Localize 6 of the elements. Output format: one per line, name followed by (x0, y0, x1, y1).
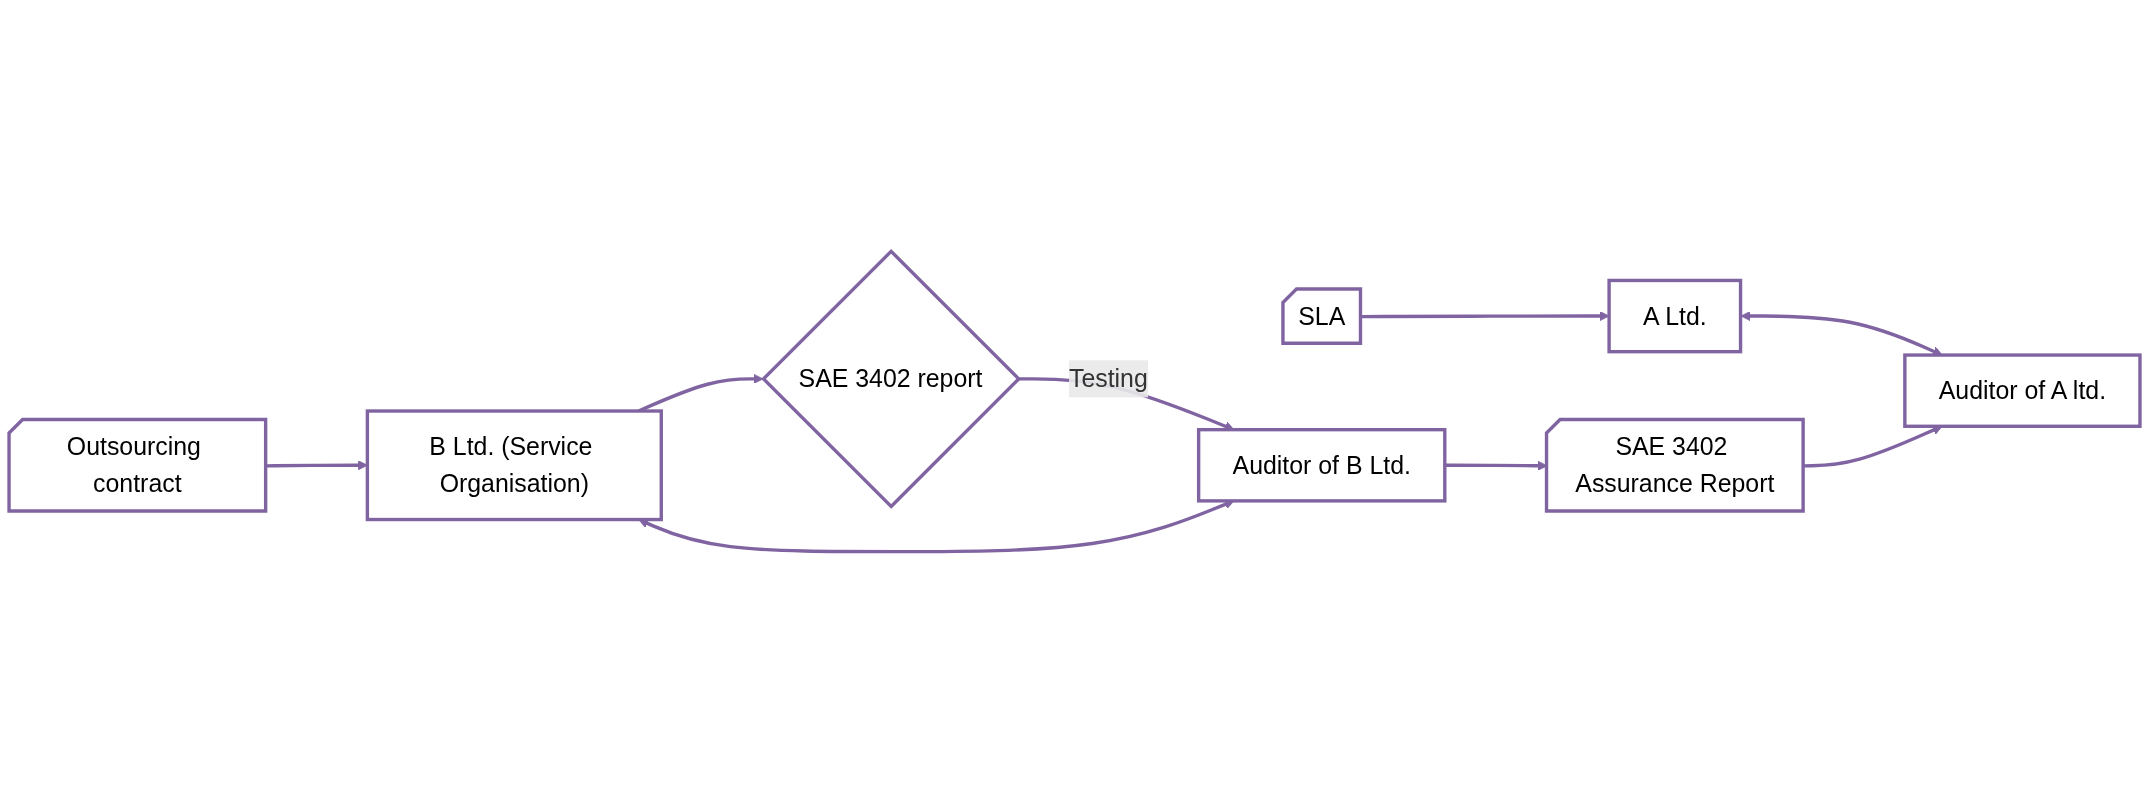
node-box: B Ltd. (Service Organisation) (365, 409, 663, 522)
edge-label: Testing (1068, 364, 1148, 394)
node-box: Auditor of B Ltd. (1196, 427, 1447, 503)
node-box: A Ltd. (1607, 278, 1743, 354)
node-box: Auditor of A ltd. (1903, 353, 2142, 428)
node-diamond: SAE 3402 report (761, 248, 1022, 509)
